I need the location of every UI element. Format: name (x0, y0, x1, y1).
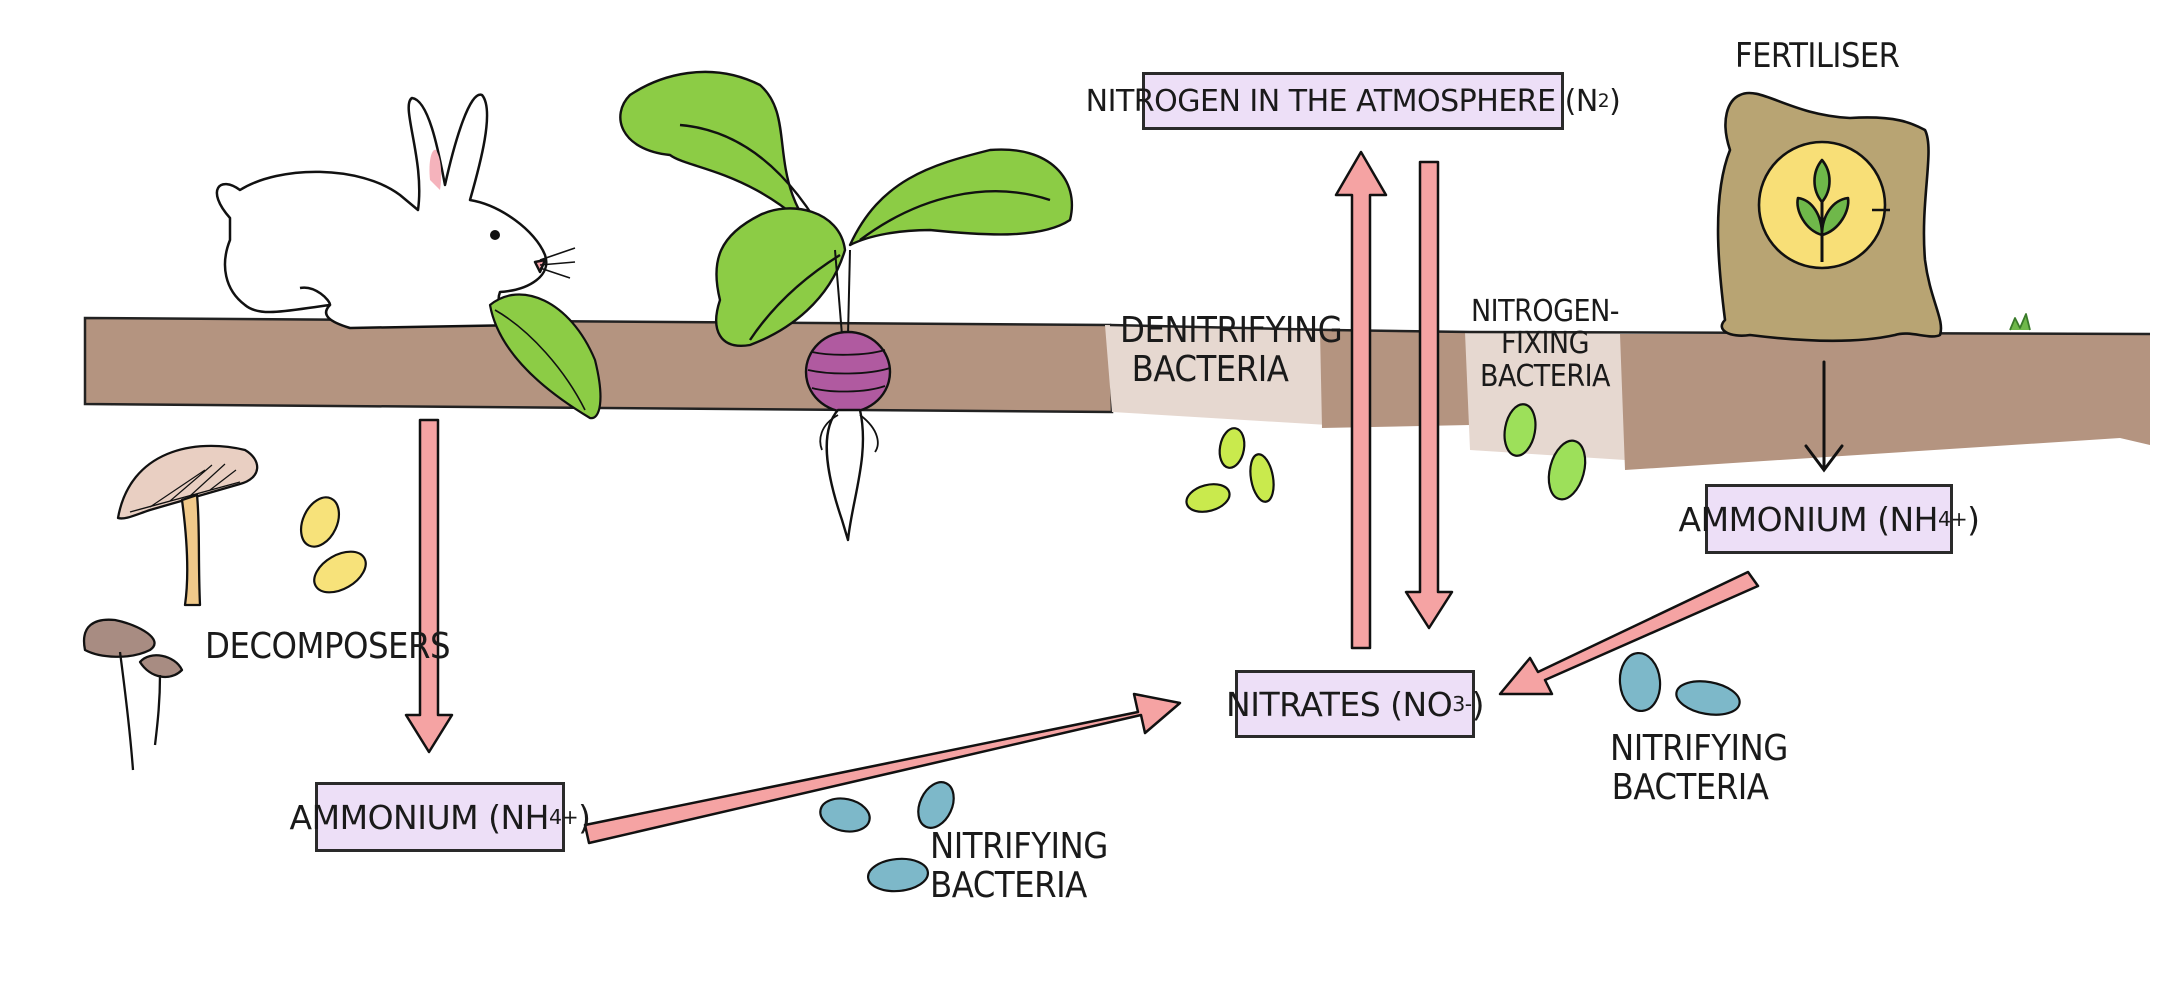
arrow-fixation-down (1404, 160, 1454, 630)
fertiliser-sack-icon (1716, 91, 2031, 343)
arrow-ammonium-right-to-nitrates (1498, 570, 1760, 696)
arrow-denitrification-up (1334, 150, 1388, 650)
bacteria-icon (299, 403, 1741, 893)
ammonium-right-sup: + (1950, 507, 1968, 531)
nitrifying-bacteria-label-bottom: NITRIFYING BACTERIA (930, 826, 1108, 906)
nitrogen-fixing-bacteria-label: NITROGEN-FIXING BACTERIA (1470, 294, 1620, 394)
nitrifying-bacteria-label-right: NITRIFYING BACTERIA (1610, 728, 1788, 808)
ammonium-left-sub: 4 (548, 805, 562, 829)
arrow-ammonium-to-nitrates (583, 692, 1182, 845)
ammonium-right-tail: ) (1967, 499, 1980, 539)
arrow-decompose-down (404, 418, 454, 754)
fertiliser-label: FERTILISER (1735, 36, 1900, 76)
decomposers-label: DECOMPOSERS (205, 626, 451, 667)
nitrates-text: NITRATES (NO (1226, 684, 1453, 724)
flow-arrows (404, 150, 1760, 845)
denitrifying-bacteria-label: DENITRIFYING BACTERIA (1120, 310, 1343, 390)
ammonium-left-sup: + (561, 805, 579, 829)
ammonium-left-tail: ) (578, 797, 591, 837)
atmosphere-text: NITROGEN IN THE ATMOSPHERE (N (1085, 83, 1599, 119)
atmosphere-tail: ) (1609, 83, 1621, 119)
ammonium-right-sub: 4 (1937, 507, 1951, 531)
mushroom-icon (82, 444, 259, 771)
nitrates-sub: 3 (1452, 692, 1465, 716)
ammonium-right-text: AMMONIUM (NH (1678, 499, 1939, 539)
ammonium-left-text: AMMONIUM (NH (289, 797, 550, 837)
rabbit-icon (215, 93, 602, 420)
nitrates-tail: ) (1471, 684, 1485, 724)
arrow-fertiliser-down (1804, 360, 1844, 473)
nitrates-sup: - (1464, 692, 1472, 716)
radish-plant-icon (619, 70, 1074, 542)
atmosphere-sub: 2 (1597, 90, 1610, 112)
